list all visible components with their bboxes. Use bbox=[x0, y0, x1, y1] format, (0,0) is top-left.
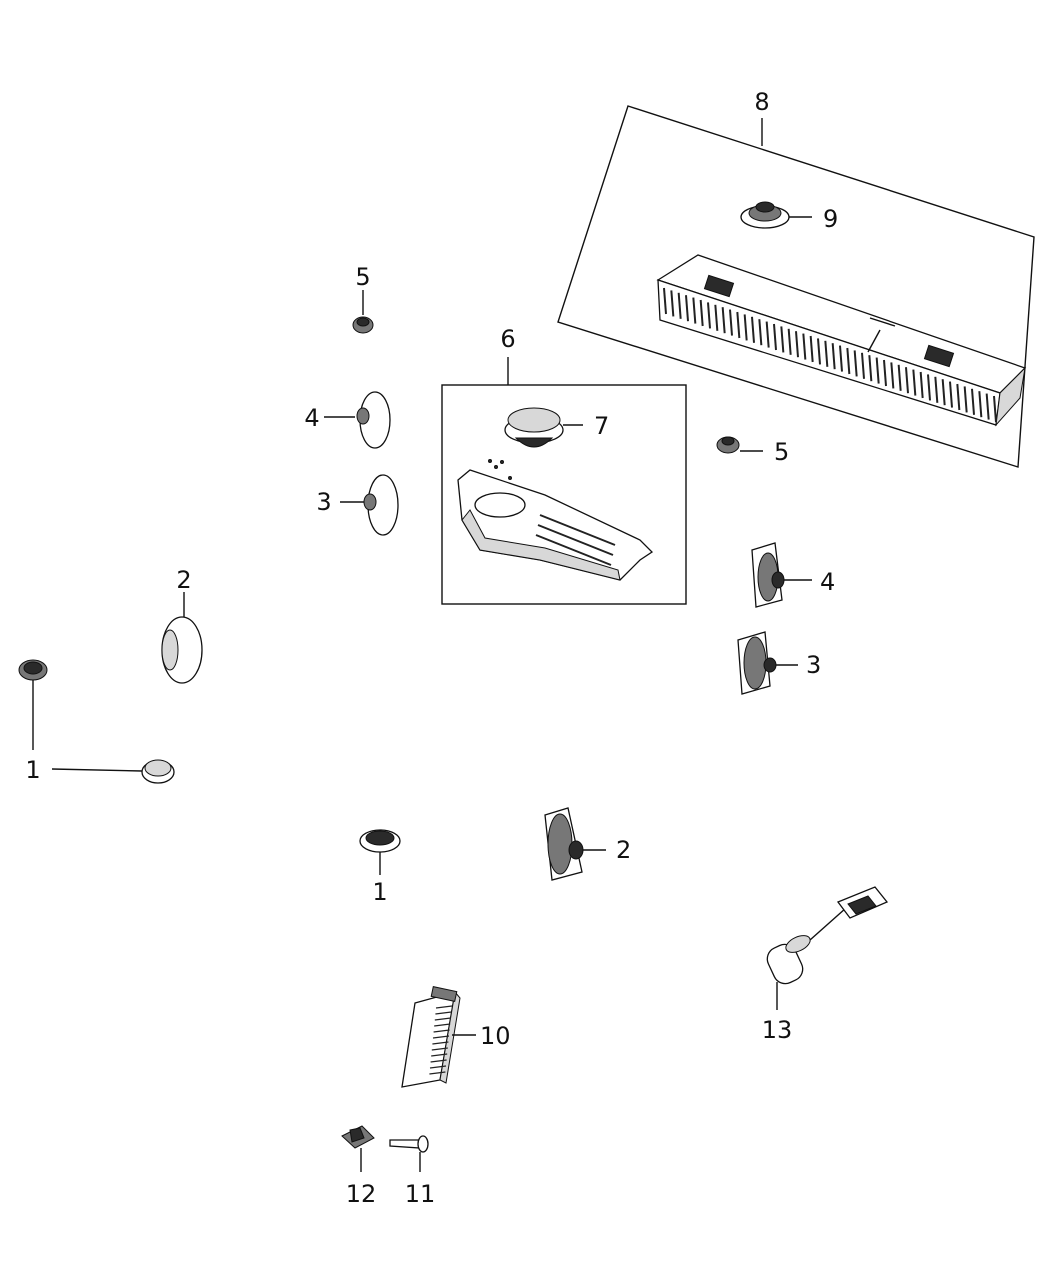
callout-3-left: 3 bbox=[316, 488, 331, 516]
callout-1-left: 1 bbox=[25, 756, 40, 784]
callout-10: 10 bbox=[480, 1022, 511, 1050]
speaker-2-right bbox=[544, 807, 606, 881]
callout-6: 6 bbox=[500, 325, 515, 353]
speaker-3-left bbox=[340, 474, 399, 536]
callout-1-center: 1 bbox=[372, 878, 387, 906]
amplifier-10 bbox=[401, 986, 476, 1088]
callout-5-right: 5 bbox=[774, 438, 789, 466]
speaker-1-lower-left bbox=[51, 759, 175, 784]
assembly-6-frame bbox=[441, 357, 687, 605]
callout-9: 9 bbox=[823, 205, 838, 233]
speaker-7 bbox=[504, 407, 583, 448]
callout-12: 12 bbox=[346, 1180, 377, 1208]
callout-4-right: 4 bbox=[820, 568, 835, 596]
speaker-9 bbox=[740, 201, 812, 229]
tweeter-5-upper bbox=[352, 290, 374, 334]
speaker-1-upper-left bbox=[18, 659, 48, 750]
subwoofer-housing bbox=[457, 459, 654, 581]
component-13 bbox=[766, 886, 889, 1010]
clip-12 bbox=[341, 1125, 375, 1172]
assembly-8-frame bbox=[557, 105, 1035, 468]
callout-2-right: 2 bbox=[616, 836, 631, 864]
callout-11: 11 bbox=[405, 1180, 436, 1208]
speaker-4-left bbox=[324, 391, 391, 449]
callout-5-upper: 5 bbox=[355, 263, 370, 291]
callout-13: 13 bbox=[762, 1016, 793, 1044]
speaker-2-left bbox=[161, 592, 203, 684]
subwoofer-enclosure bbox=[656, 254, 1027, 427]
callout-8: 8 bbox=[754, 88, 769, 116]
screw-11 bbox=[389, 1135, 429, 1172]
speaker-1-center bbox=[359, 829, 401, 875]
callout-4-left: 4 bbox=[304, 404, 319, 432]
speaker-4-right bbox=[751, 542, 812, 608]
callout-7: 7 bbox=[594, 412, 609, 440]
callout-2-left: 2 bbox=[176, 566, 191, 594]
speaker-3-right bbox=[737, 631, 798, 695]
callout-3-right: 3 bbox=[806, 651, 821, 679]
tweeter-5-right bbox=[716, 436, 763, 454]
